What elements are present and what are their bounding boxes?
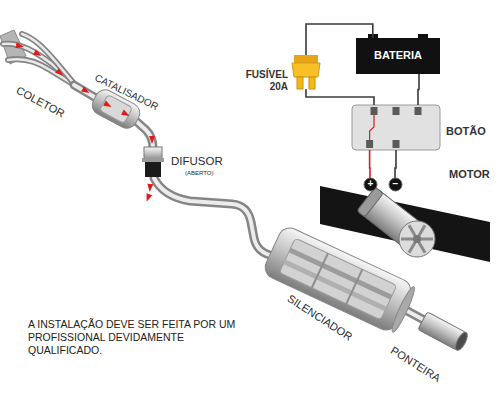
switch-box-outline	[352, 105, 440, 150]
terminal-sign: +	[366, 178, 376, 191]
terminal-circle	[364, 178, 377, 191]
switch-terminal	[393, 140, 400, 148]
battery-box: BATERIA	[356, 38, 440, 74]
part-name: PONTEIRA	[388, 344, 443, 385]
node-label: MOTOR	[449, 168, 500, 181]
internal-wire	[370, 115, 374, 140]
fuse-leg	[309, 77, 315, 89]
motor-mount-band	[320, 186, 490, 262]
exhaust-pipe	[3, 34, 424, 320]
switch-body	[352, 105, 440, 150]
node-label: BOTÃO	[446, 125, 500, 138]
wire-connector	[306, 24, 373, 55]
diffuser-valve	[142, 147, 164, 177]
switch-terminal	[371, 107, 378, 115]
wire-connector	[306, 89, 374, 105]
motor-fan	[399, 221, 435, 257]
motor-unit: MOTOR	[345, 186, 445, 264]
part-name: DIFUSOR	[171, 154, 223, 168]
switch-terminal	[393, 107, 400, 115]
terminal-circle	[389, 178, 402, 191]
node-label: FUSÍVEL 20A	[238, 69, 288, 92]
part-note: (ABERTO)	[185, 170, 213, 178]
fuse-body	[292, 63, 320, 77]
fuse-cap	[294, 55, 318, 63]
switch-box: BOTÃO	[352, 105, 440, 150]
flow-arrows	[16, 42, 155, 202]
node-label: BATERIA	[356, 49, 440, 62]
terminal-sign: −	[391, 178, 401, 191]
tailpipe-tip	[418, 312, 470, 352]
safety-note: A INSTALAÇÃO DEVE SER FEITA POR UM PROFI…	[28, 318, 253, 357]
part-name: CATALISADOR	[93, 72, 161, 114]
wire-connector	[418, 74, 419, 105]
motor-unit-outline	[345, 186, 445, 264]
fuse-leg	[297, 77, 303, 89]
fuse-symbol-outline	[292, 55, 320, 89]
switch-terminal	[415, 107, 422, 115]
switch-terminal	[366, 140, 373, 148]
battery-terminal	[418, 34, 428, 38]
part-name: COLETOR	[14, 84, 67, 121]
part-name: SILENCIADOR	[285, 292, 355, 344]
motor-body	[357, 187, 423, 248]
fuse-symbol: FUSÍVEL 20A	[292, 55, 320, 89]
